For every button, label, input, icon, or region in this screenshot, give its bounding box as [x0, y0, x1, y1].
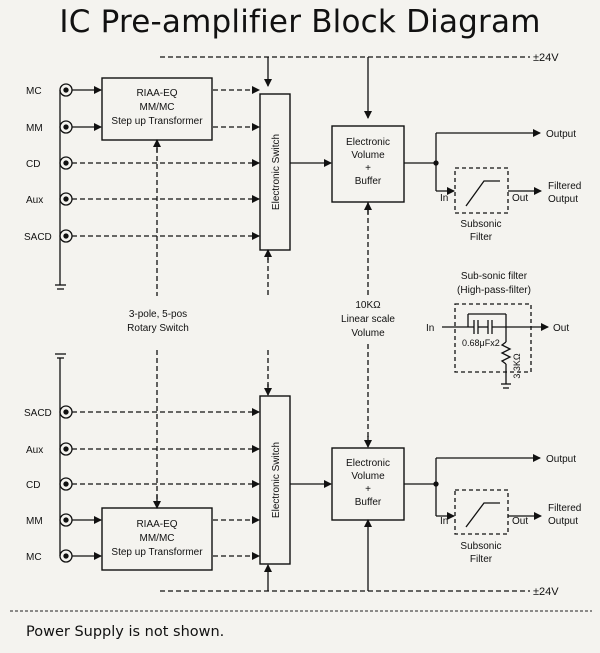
volume-note-line1: 10KΩ: [355, 300, 381, 311]
bottom-input-mc: MC: [26, 552, 42, 563]
top-subsonic-caption-1: Subsonic: [460, 219, 501, 230]
detail-out: Out: [553, 323, 569, 334]
top-volume-line4: Buffer: [355, 176, 382, 187]
top-input-aux: Aux: [26, 195, 43, 206]
bottom-volume-line2: Volume: [351, 471, 385, 482]
top-volume-line1: Electronic: [346, 137, 390, 148]
bottom-input-aux: Aux: [26, 445, 43, 456]
volume-note-line3: Volume: [351, 328, 385, 339]
bottom-filtered-output-2: Output: [548, 516, 578, 527]
bottom-output-lines: [404, 454, 542, 535]
top-riaa-line1: RIAA-EQ: [136, 88, 177, 99]
supply-rail-top: [160, 56, 530, 119]
detail-res: 3.3KΩ: [512, 353, 522, 379]
bottom-filtered-output-1: Filtered: [548, 503, 581, 514]
bottom-riaa-line1: RIAA-EQ: [136, 519, 177, 530]
ganged-links: [153, 139, 372, 509]
bottom-input-mm: MM: [26, 516, 43, 527]
bottom-output-label: Output: [546, 454, 576, 465]
detail-title-2: (High-pass-filter): [457, 285, 531, 296]
top-filtered-output-2: Output: [548, 194, 578, 205]
detail-in: In: [426, 323, 434, 334]
bottom-riaa-line3: Step up Transformer: [111, 547, 203, 558]
top-riaa-line2: MM/MC: [140, 102, 175, 113]
page-title: IC Pre-amplifier Block Diagram: [59, 4, 541, 40]
bottom-input-sacd: SACD: [24, 408, 52, 419]
bottom-volume-line1: Electronic: [346, 458, 390, 469]
bottom-signal-lines: [72, 408, 332, 560]
supply-top-label: ±24V: [533, 52, 559, 64]
top-electronic-switch: [259, 93, 291, 251]
top-volume-line2: Volume: [351, 150, 385, 161]
bottom-subsonic-caption-1: Subsonic: [460, 541, 501, 552]
bottom-input-jacks: [55, 353, 73, 563]
bottom-riaa-block: [101, 507, 213, 571]
top-filtered-output-1: Filtered: [548, 181, 581, 192]
supply-rail-bottom: [160, 519, 530, 592]
top-riaa-line3: Step up Transformer: [111, 116, 203, 127]
bottom-subsonic-caption-2: Filter: [470, 554, 493, 565]
top-input-mm: MM: [26, 123, 43, 134]
bottom-subsonic-out: Out: [512, 516, 528, 527]
top-input-mc: MC: [26, 86, 42, 97]
bottom-volume-line4: Buffer: [355, 497, 382, 508]
top-subsonic-out: Out: [512, 193, 528, 204]
top-signal-lines: [72, 86, 332, 240]
bottom-riaa-line2: MM/MC: [140, 533, 175, 544]
top-input-sacd: SACD: [24, 232, 52, 243]
bottom-subsonic-in: In: [440, 516, 448, 527]
top-input-cd: CD: [26, 159, 40, 170]
top-subsonic-in: In: [440, 193, 448, 204]
footnote: Power Supply is not shown.: [26, 624, 225, 640]
top-switch-label: Electronic Switch: [271, 134, 282, 210]
top-volume-line3: +: [365, 163, 371, 174]
top-output-label: Output: [546, 129, 576, 140]
top-subsonic-caption-2: Filter: [470, 232, 493, 243]
rotary-switch-line1: 3-pole, 5-pos: [129, 309, 187, 320]
bottom-volume-line3: +: [365, 484, 371, 495]
detail-cap: 0.68μFx2: [462, 338, 500, 348]
bottom-electronic-switch: [259, 395, 291, 565]
top-input-jacks: [55, 83, 73, 290]
bottom-switch-label: Electronic Switch: [271, 442, 282, 518]
top-output-lines: [404, 129, 542, 214]
volume-note-line2: Linear scale: [341, 314, 395, 325]
subsonic-detail-circuit: [442, 303, 549, 389]
bottom-input-cd: CD: [26, 480, 40, 491]
detail-title-1: Sub-sonic filter: [461, 271, 528, 282]
rotary-switch-line2: Rotary Switch: [127, 323, 189, 334]
supply-bottom-label: ±24V: [533, 586, 559, 598]
